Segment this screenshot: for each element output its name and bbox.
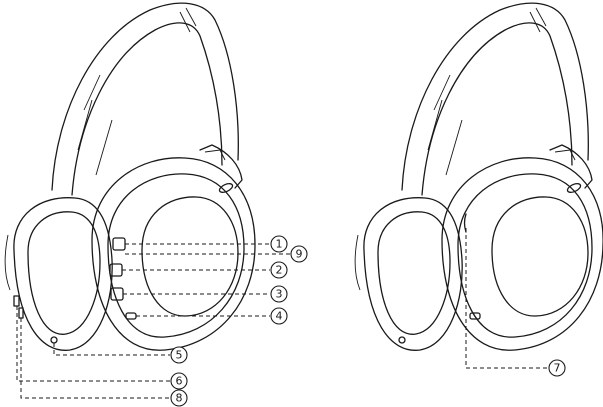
callout-4: 4 bbox=[270, 307, 288, 325]
port-4-icon bbox=[125, 312, 137, 320]
right-rear-earcup bbox=[363, 197, 463, 351]
port-6-icon bbox=[13, 295, 20, 307]
headphones-right-view bbox=[354, 2, 603, 369]
callout-3-label: 3 bbox=[276, 288, 283, 301]
port-8-icon bbox=[18, 307, 24, 319]
callout-9-label: 9 bbox=[296, 248, 303, 261]
callout-8: 8 bbox=[170, 389, 188, 407]
button-1-icon bbox=[112, 237, 126, 251]
left-headband-inner bbox=[71, 22, 223, 196]
headphones-left-view bbox=[4, 2, 290, 399]
callout-3: 3 bbox=[270, 285, 288, 303]
callout-1-label: 1 bbox=[276, 238, 283, 251]
right-earcup-plate bbox=[491, 196, 589, 317]
callout-5-label: 5 bbox=[176, 349, 183, 362]
jack-5-icon bbox=[50, 336, 58, 344]
left-front-earcup-rim bbox=[107, 173, 245, 338]
left-rear-cushion bbox=[27, 211, 101, 335]
callout-8-label: 8 bbox=[176, 392, 183, 405]
callout-2: 2 bbox=[270, 261, 288, 279]
callout-6: 6 bbox=[170, 372, 188, 390]
callout-1: 1 bbox=[270, 235, 288, 253]
left-front-earcup bbox=[91, 157, 256, 351]
right-headband-inner bbox=[421, 22, 573, 196]
callout-2-label: 2 bbox=[276, 264, 283, 277]
left-rear-earcup bbox=[13, 197, 113, 351]
right-headband bbox=[401, 2, 589, 191]
callout-7-label: 7 bbox=[554, 362, 561, 375]
callout-4-label: 4 bbox=[276, 310, 283, 323]
left-yoke bbox=[199, 144, 243, 189]
callout-6-label: 6 bbox=[176, 375, 183, 388]
left-headband bbox=[51, 2, 239, 191]
callout-5: 5 bbox=[170, 346, 188, 364]
callout-9: 9 bbox=[290, 245, 308, 263]
callout-7: 7 bbox=[548, 359, 566, 377]
left-earcup-plate bbox=[141, 196, 239, 317]
